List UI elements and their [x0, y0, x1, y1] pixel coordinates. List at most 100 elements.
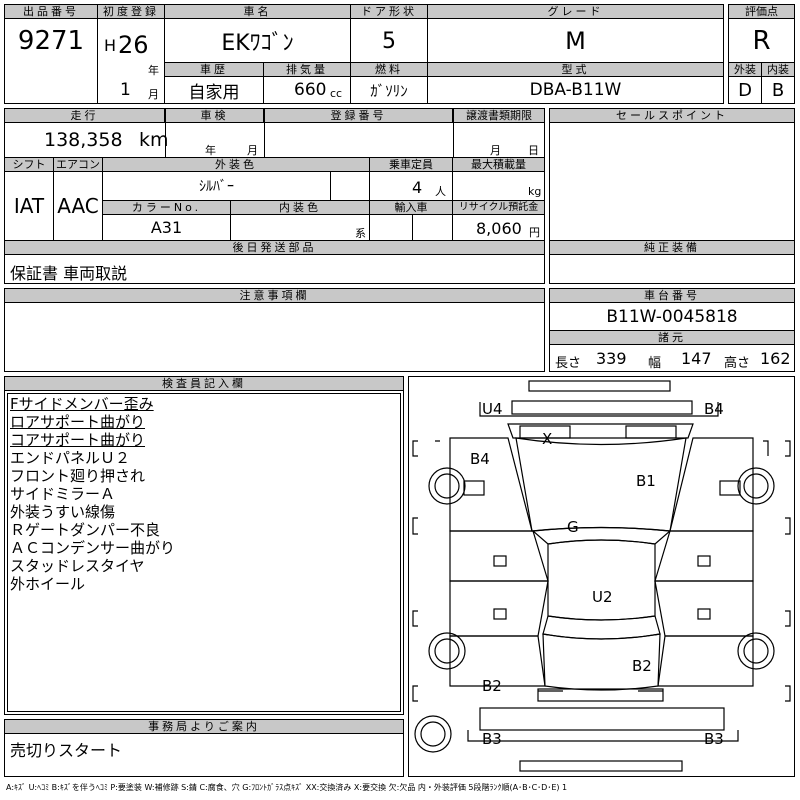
chassis-number: B11W-0045818	[606, 307, 738, 327]
displacement-label: 排気量	[264, 63, 350, 77]
mileage: 138,358	[44, 129, 123, 151]
inspector-line: 外ホイール	[10, 575, 86, 593]
reg-no-label: 登録番号	[265, 109, 453, 123]
height-label: 高さ	[724, 356, 751, 371]
later-parts-label: 後日発送部品	[5, 241, 544, 255]
office-block	[4, 719, 404, 777]
inspector-line: サイドミラーＡ	[10, 485, 116, 503]
era: H	[104, 36, 117, 55]
notes-block	[4, 288, 545, 372]
inspector-line: 外装うすい線傷	[10, 503, 116, 521]
inspector-line: コアサポート曲がり	[10, 431, 146, 449]
ext-color: ｼﾙﾊﾞｰ	[199, 179, 234, 195]
length-label: 長さ	[555, 356, 582, 371]
interior-grade: B	[771, 79, 785, 101]
car-diagram	[412, 380, 791, 772]
first-reg-month: 1	[120, 80, 131, 100]
car-name-label: 車名	[165, 5, 350, 19]
model-label: 型式	[428, 63, 723, 77]
length: 339	[596, 349, 627, 368]
lot-number: 9271	[17, 26, 85, 56]
inspector-line: Fサイドメンバー歪み	[10, 395, 154, 413]
displacement: 660	[294, 80, 327, 100]
mark-u4: U4	[482, 400, 503, 418]
mark-b1: B1	[636, 472, 656, 490]
mileage-unit: km	[139, 129, 169, 151]
notes-label: 注意事項欄	[5, 289, 544, 303]
later-parts: 保証書 車両取説	[10, 264, 128, 283]
lot-label: 出品番号	[5, 5, 97, 19]
mark-b4-top: B4	[704, 400, 724, 418]
sales-point-label: セールスポイント	[550, 109, 794, 123]
office-label: 事務局よりご案内	[5, 720, 403, 734]
legend: A:ｷｽﾞ U:ﾍｺﾐ B:ｷｽﾞを伴うﾍｺﾐ P:要塗装 W:補修跡 S:錆 …	[6, 783, 568, 792]
inspector-line: フロント廻り押され	[10, 467, 146, 485]
exterior-label: 外装	[729, 63, 761, 77]
details-block	[4, 108, 545, 284]
mark-b2-right: B2	[632, 657, 652, 675]
capacity: 4	[412, 178, 423, 197]
mark-b3-right: B3	[704, 730, 724, 748]
interior-label: 内装	[762, 63, 794, 77]
inspection-label: 車検	[166, 109, 264, 123]
int-color-unit: 系	[355, 227, 366, 240]
inspection-month-unit: 月	[247, 144, 258, 157]
score: R	[752, 26, 771, 56]
grade: M	[565, 27, 586, 55]
color-no: A31	[150, 218, 183, 237]
genuine-label: 純正装備	[550, 241, 794, 255]
color-no-label: カラーNo.	[103, 201, 230, 215]
exterior-grade: D	[738, 79, 752, 101]
ac-label: エアコン	[54, 158, 102, 172]
inspector-line: エンドパネルＵ２	[10, 449, 131, 467]
shift-label: シフト	[5, 158, 53, 172]
fuel: ｶﾞｿﾘﾝ	[370, 81, 408, 100]
width: 147	[681, 349, 712, 368]
chassis-label: 車台番号	[550, 289, 794, 303]
shift: IAT	[13, 194, 45, 218]
doors-label: ドア形状	[351, 5, 427, 19]
history: 自家用	[188, 82, 240, 103]
first-reg-label: 初度登録	[98, 5, 164, 19]
fuel-label: 燃料	[351, 63, 427, 77]
max-load-label: 最大積載量	[453, 158, 544, 172]
damage-diagram	[408, 376, 795, 777]
doors: 5	[382, 28, 396, 54]
inspector-line: ＡＣコンデンサー曲がり	[10, 539, 176, 557]
header-block	[4, 4, 724, 104]
height: 162	[760, 349, 791, 368]
inspector-label: 検査員記入欄	[5, 377, 403, 391]
import-label: 輸入車	[370, 201, 452, 215]
ac: AAC	[57, 194, 99, 218]
transfer-month-unit: 月	[490, 144, 501, 157]
int-color-label: 内装色	[231, 201, 369, 215]
history-label: 車歴	[165, 63, 263, 77]
recycle-unit: 円	[529, 226, 540, 239]
mark-b2-left: B2	[482, 677, 502, 695]
dims-label: 諸元	[550, 330, 794, 345]
inspector-block	[4, 376, 404, 715]
score-block	[728, 4, 795, 104]
mark-b3-left: B3	[482, 730, 502, 748]
transfer-day-unit: 日	[528, 144, 539, 157]
inspector-line: スタッドレスタイヤ	[10, 557, 145, 575]
width-label: 幅	[648, 356, 662, 371]
car-name: EKﾜｺﾞﾝ	[221, 31, 294, 56]
ext-color-label: 外装色	[103, 158, 369, 172]
model: DBA-B11W	[529, 80, 622, 100]
inspection-year-unit: 年	[205, 144, 216, 157]
capacity-unit: 人	[435, 185, 446, 198]
grade-label: グレード	[428, 5, 723, 19]
mark-g: G	[567, 518, 579, 536]
office-note: 売切りスタート	[10, 741, 123, 760]
mark-b4-left: B4	[470, 450, 490, 468]
chassis-block	[549, 288, 795, 372]
capacity-label: 乗車定員	[370, 158, 452, 172]
inspector-line: Ｒゲートダンパー不良	[10, 521, 161, 539]
displacement-unit: cc	[330, 87, 343, 100]
year-unit: 年	[148, 64, 159, 77]
month-unit: 月	[148, 88, 159, 101]
first-reg-year: 26	[118, 31, 149, 59]
mark-u2: U2	[592, 588, 613, 606]
